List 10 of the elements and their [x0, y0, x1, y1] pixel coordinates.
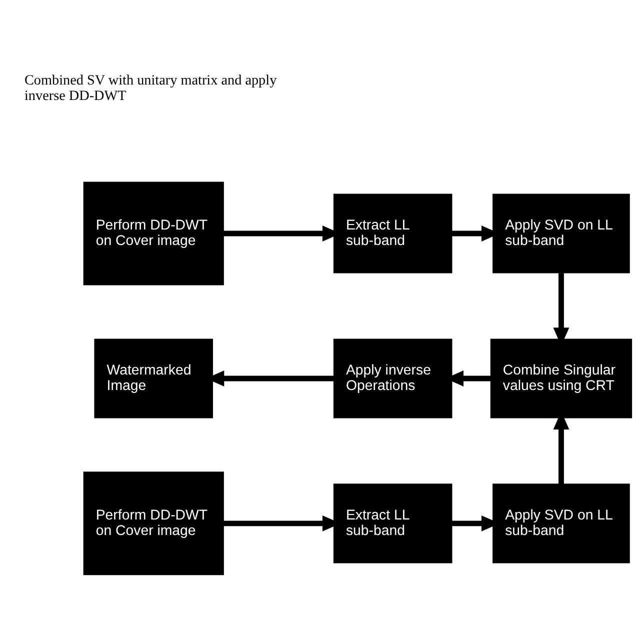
label: Combined SV with unitary matrix and apply inverse DD-DWT	[24, 72, 277, 104]
node-box: Perform DD-DWT on Cover image	[83, 472, 224, 576]
node-box: Apply inverse Operations	[333, 338, 452, 418]
node-box: Perform DD-DWT on Cover image	[83, 182, 224, 286]
node-box: Combine Singular values using CRT	[490, 338, 632, 418]
node-box: Apply SVD on LL sub-band	[492, 194, 630, 274]
node-box: Apply SVD on LL sub-band	[492, 484, 630, 564]
node-box: Extract LL sub-band	[333, 484, 452, 564]
node-box: Extract LL sub-band	[333, 194, 452, 274]
node-box: Watermarked Image	[94, 338, 214, 418]
